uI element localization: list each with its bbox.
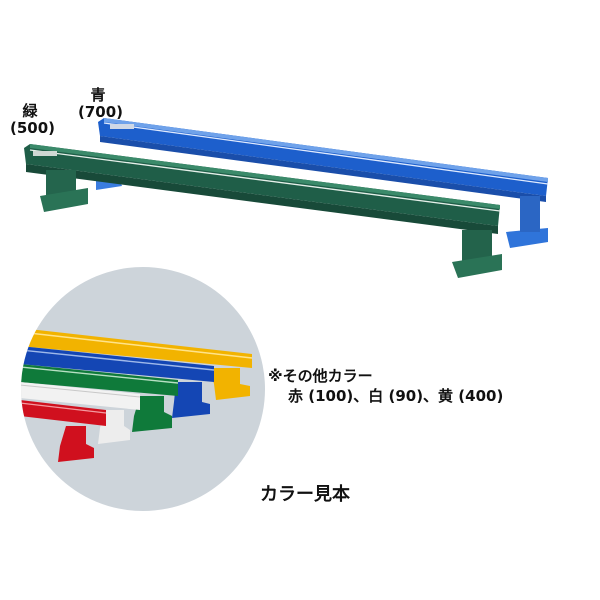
blue-label: 青 (700) <box>78 86 124 121</box>
other-colors-title: ※その他カラー <box>268 367 373 385</box>
color-sample-circle <box>21 267 265 511</box>
blue-color-name: 青 <box>90 86 106 104</box>
other-colors-list: 赤 (100)、白 (90)、黄 (400) <box>288 387 504 405</box>
blue-color-code: (700) <box>78 103 124 121</box>
color-sample-caption: カラー見本 <box>260 484 350 505</box>
green-label: 緑 (500) <box>10 102 56 137</box>
green-color-name: 緑 <box>22 102 38 120</box>
green-color-code: (500) <box>10 119 56 137</box>
other-colors-note: ※その他カラー 赤 (100)、白 (90)、黄 (400) <box>268 366 503 406</box>
green-balance-beam <box>24 144 502 278</box>
